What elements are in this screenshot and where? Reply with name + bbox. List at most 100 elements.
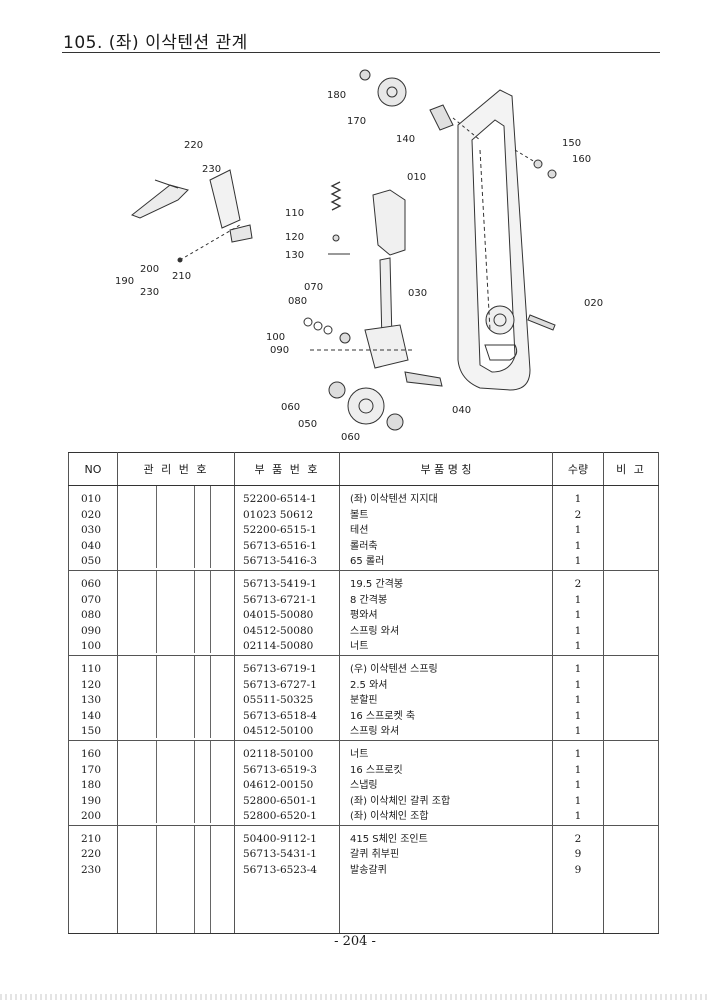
- mgmt-divider: [194, 486, 195, 568]
- table-cell-line: 8 간격봉: [350, 594, 388, 606]
- table-cell-line: 170: [81, 763, 102, 776]
- callout-230b: 230: [140, 287, 159, 298]
- table-cell-line: 1: [574, 794, 582, 807]
- cell-mgmt-no: [117, 740, 235, 826]
- table-cell-line: 19.5 간격봉: [350, 578, 404, 590]
- header-note: 비 고: [603, 452, 659, 486]
- callout-070: 070: [304, 282, 323, 293]
- table-cell-line: 070: [81, 593, 102, 606]
- callout-100: 100: [266, 332, 285, 343]
- table-cell-line: 2: [574, 577, 582, 590]
- callout-090: 090: [270, 345, 289, 356]
- table-cell-line: 2: [574, 832, 582, 845]
- table-cell-line: 020: [81, 508, 102, 521]
- table-cell-line: 56713-5419-1: [243, 577, 317, 590]
- callout-220: 220: [184, 140, 203, 151]
- table-cell-line: 1: [574, 493, 582, 505]
- table-cell-line: 52800-6520-1: [243, 810, 317, 823]
- table-cell-line: 1: [574, 524, 582, 537]
- cell-mgmt-no: [117, 655, 235, 741]
- table-cell-line: 1: [574, 624, 582, 637]
- callout-200: 200: [140, 264, 159, 275]
- diagram-svg: 180 170 140 150 160 220 230 010 110 120 …: [115, 69, 603, 443]
- mgmt-divider: [194, 825, 195, 933]
- table-cell-line: 56713-6727-1: [243, 678, 317, 691]
- table-cell-line: 05511-50325: [243, 694, 314, 707]
- table-cell-line: 56713-6519-3: [243, 763, 317, 776]
- mgmt-divider: [210, 655, 211, 738]
- callout-210: 210: [172, 271, 191, 282]
- table-cell-line: 1: [574, 709, 582, 722]
- table-cell-line: (우) 이삭텐션 스프링: [350, 663, 438, 675]
- table-cell-line: (좌) 이삭체인 조합: [350, 811, 429, 823]
- table-cell-line: 080: [81, 609, 102, 622]
- table-cell-line: 56713-6523-4: [243, 864, 317, 877]
- callout-020: 020: [584, 298, 603, 309]
- table-cell-line: 분할핀: [350, 695, 378, 707]
- callout-120: 120: [285, 232, 304, 243]
- mgmt-subcolumns: [118, 655, 234, 738]
- cell-note: [603, 570, 659, 656]
- mgmt-subcolumns: [118, 825, 234, 933]
- mgmt-divider: [194, 570, 195, 653]
- header-part-no: 부 품 번 호: [234, 452, 340, 486]
- table-cell-line: 56713-6719-1: [243, 662, 317, 675]
- mgmt-divider: [210, 825, 211, 933]
- cell-note: [603, 825, 659, 934]
- header-qty: 수량: [552, 452, 604, 486]
- table-cell-line: 9: [574, 848, 582, 861]
- mgmt-subcolumns: [118, 740, 234, 823]
- mgmt-subcolumns: [118, 486, 234, 568]
- table-cell-line: 1: [574, 694, 582, 707]
- table-cell-line: 1: [574, 810, 582, 823]
- table-cell-line: 볼트: [350, 509, 369, 521]
- title-underline: [62, 52, 660, 53]
- callout-160: 160: [572, 154, 591, 165]
- table-cell-line: 롤러축: [350, 540, 378, 552]
- mgmt-divider: [194, 655, 195, 738]
- callout-labels: 180 170 140 150 160 220 230 010 110 120 …: [115, 90, 603, 443]
- table-cell-line: 스프링 와셔: [350, 726, 400, 738]
- table-cell-line: 140: [81, 709, 102, 722]
- table-cell-line: 415 S체인 조인트: [350, 833, 428, 845]
- table-cell-line: 52200-6514-1: [243, 493, 317, 505]
- callout-010: 010: [407, 172, 426, 183]
- table-cell-line: 01023 50612: [243, 508, 314, 521]
- table-cell-line: 1: [574, 539, 582, 552]
- cell-mgmt-no: [117, 570, 235, 656]
- exploded-parts-diagram: 180 170 140 150 160 220 230 010 110 120 …: [60, 60, 660, 452]
- mgmt-divider: [210, 486, 211, 568]
- callout-110: 110: [285, 208, 304, 219]
- header-part-name: 부 품 명 칭: [339, 452, 553, 486]
- table-cell-line: 평와셔: [350, 610, 378, 622]
- table-cell-line: 1: [574, 747, 582, 760]
- table-cell-line: 2.5 와셔: [350, 679, 388, 691]
- table-cell-line: 1: [574, 555, 582, 568]
- callout-050: 050: [298, 419, 317, 430]
- table-cell-line: 180: [81, 779, 102, 792]
- table-cell-line: 1: [574, 640, 582, 653]
- table-cell-line: 52200-6515-1: [243, 524, 317, 537]
- table-cell-line: 010: [81, 493, 102, 505]
- table-cell-line: 090: [81, 624, 102, 637]
- table-cell-line: 1: [574, 593, 582, 606]
- table-cell-line: 52800-6501-1: [243, 794, 317, 807]
- mgmt-divider: [156, 655, 157, 738]
- cell-note: [603, 655, 659, 741]
- table-cell-line: (좌) 이삭텐션 지지대: [350, 494, 438, 505]
